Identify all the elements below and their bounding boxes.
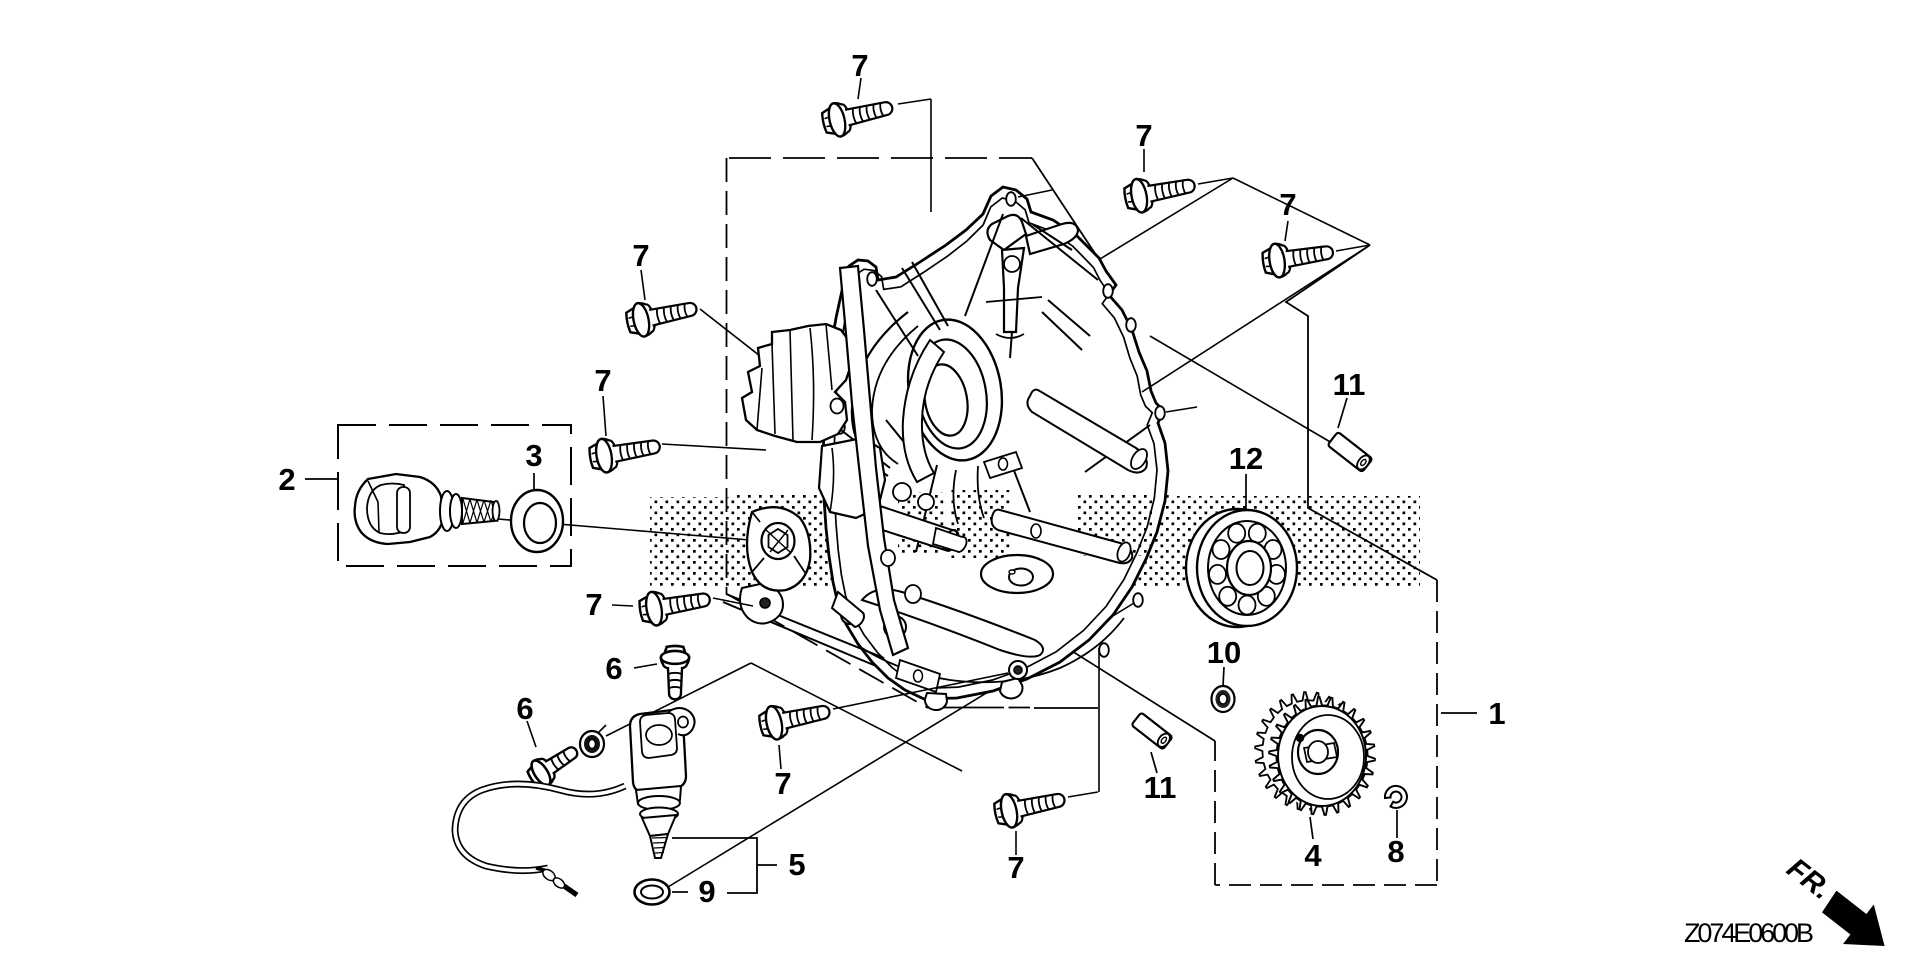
svg-text:Z074E0600B: Z074E0600B: [1684, 918, 1814, 948]
svg-text:7: 7: [632, 238, 649, 273]
svg-text:12: 12: [1229, 441, 1263, 476]
svg-text:7: 7: [585, 587, 602, 622]
svg-text:4: 4: [1304, 838, 1322, 873]
svg-text:11: 11: [1333, 367, 1366, 402]
svg-text:7: 7: [1135, 118, 1152, 153]
svg-text:1: 1: [1488, 696, 1505, 731]
svg-text:6: 6: [516, 691, 533, 726]
svg-text:2: 2: [278, 462, 295, 497]
svg-text:6: 6: [605, 651, 622, 686]
svg-text:11: 11: [1144, 770, 1177, 805]
svg-text:3: 3: [525, 438, 542, 473]
svg-text:8: 8: [1387, 834, 1404, 869]
svg-text:7: 7: [594, 363, 611, 398]
svg-text:10: 10: [1207, 635, 1241, 670]
svg-text:7: 7: [851, 48, 868, 83]
svg-text:7: 7: [1007, 850, 1024, 885]
svg-text:7: 7: [1279, 187, 1296, 222]
svg-text:5: 5: [788, 847, 805, 882]
svg-text:9: 9: [698, 874, 715, 909]
svg-text:7: 7: [774, 766, 791, 801]
